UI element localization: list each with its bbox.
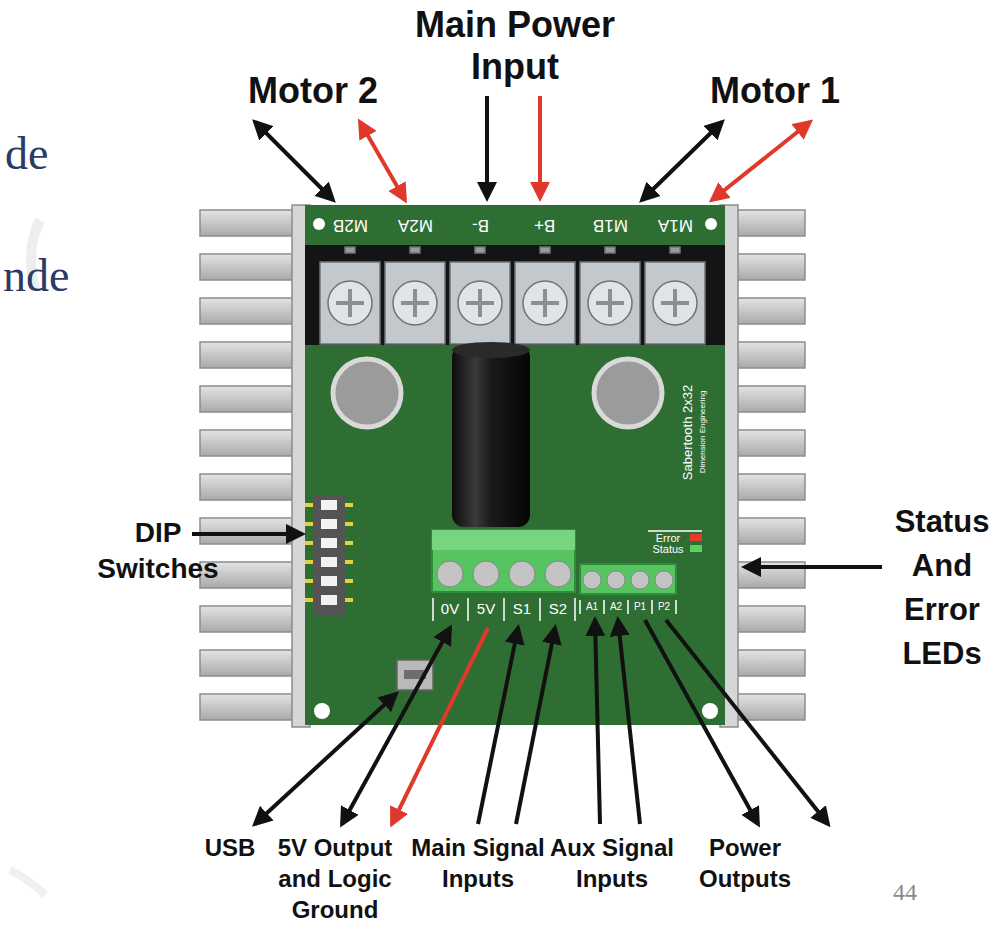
pin-name: 0V <box>441 600 459 618</box>
callout-label: Aux Signal Inputs <box>547 832 677 894</box>
pin-name: S1 <box>513 600 531 618</box>
slide-text-fragment: de <box>5 128 48 180</box>
terminal-name: B- <box>472 215 489 235</box>
callout-label: Main Power Input <box>400 4 630 88</box>
terminal-name: M2A <box>398 215 433 235</box>
callout-label: Motor 1 <box>690 70 860 112</box>
slide-text-fragment: nde <box>3 250 69 302</box>
terminal-name: M2B <box>333 215 368 235</box>
page-number: 44 <box>893 878 917 906</box>
pin-name: 5V <box>477 600 495 618</box>
pin-name: S2 <box>549 600 567 618</box>
maker-name: Dimension Engineering <box>698 391 708 474</box>
callout-label: Main Signal Inputs <box>408 832 548 894</box>
terminal-name: M1A <box>658 215 693 235</box>
pin-name: A2 <box>610 601 622 613</box>
pin-name: A1 <box>586 601 598 613</box>
callout-label: Power Outputs <box>695 832 795 894</box>
callout-label: 5V Output and Logic Ground <box>273 832 397 925</box>
callout-label: USB <box>195 832 265 863</box>
pin-name: P2 <box>658 601 670 613</box>
callout-label: DIP Switches <box>88 515 228 587</box>
callout-label: Motor 2 <box>228 70 398 112</box>
board-name: Sabertooth 2x32 <box>681 384 696 479</box>
terminal-name: B+ <box>534 215 555 235</box>
callout-label: Status And Error LEDs <box>886 500 998 676</box>
led-name: Status <box>652 543 683 555</box>
terminal-name: M1B <box>593 215 628 235</box>
led-name: Error <box>656 532 680 544</box>
pin-name: P1 <box>634 601 646 613</box>
